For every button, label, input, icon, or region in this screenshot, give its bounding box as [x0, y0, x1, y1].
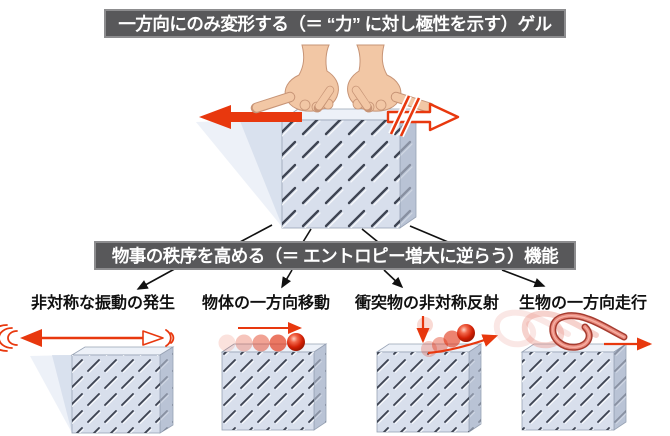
red-ball-icon: [287, 333, 305, 351]
middle-banner: 物事の秩序を高める（＝ エントロピー増大に逆らう）機能: [94, 241, 576, 270]
figure-label-locomotion: 生物の一方向走行: [518, 295, 647, 312]
vibrating-gel-block-icon: [0, 324, 175, 434]
red-ball-bounce-trail: [417, 317, 475, 357]
figure-label-reflection: 衝突物の非対称反射: [354, 295, 499, 312]
figure-label-vibration: 非対称な振動の発生: [30, 295, 175, 312]
deformation-arrow-icon: [199, 105, 302, 129]
ball-moving-on-gel-icon: [218, 322, 328, 431]
pressing-hand-left-icon: [256, 45, 338, 112]
red-ball-icon: [457, 324, 475, 342]
blocked-arrow-icon: [386, 94, 460, 138]
top-banner: 一方向にのみ変形する（＝ “力” に対し極性を示す）ゲル: [104, 9, 566, 38]
figure-label-transport: 物体の一方向移動: [201, 295, 330, 312]
red-ball-trail: [218, 333, 305, 352]
connector-lines-top: [239, 224, 449, 243]
vibration-waves-icon: [0, 324, 175, 352]
worm-icon: [497, 313, 624, 348]
gel-cube-main: [196, 108, 418, 229]
worm-crawling-on-gel-icon: [497, 313, 653, 431]
ball-bouncing-off-gel-icon: [375, 316, 499, 433]
